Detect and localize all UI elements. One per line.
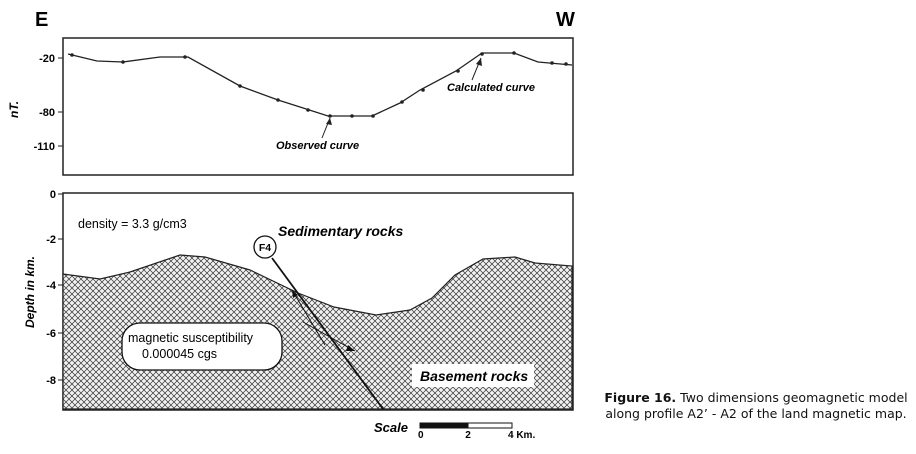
depth-tick: -6 bbox=[46, 328, 56, 340]
susceptibility-title: magnetic susceptibility bbox=[128, 331, 254, 345]
magnetic-y-axis: -20 -80 -110 bbox=[34, 53, 63, 153]
basement-label-box bbox=[412, 364, 534, 387]
susceptibility-value: 0.000045 cgs bbox=[142, 347, 217, 361]
depth-y-label: Depth in km. bbox=[23, 256, 37, 328]
scale-tick: 4 Km. bbox=[508, 430, 535, 441]
caption-title: Figure 16. bbox=[604, 390, 677, 405]
depth-tick: -4 bbox=[46, 280, 57, 292]
scale-tick: 0 bbox=[418, 430, 424, 441]
fault-arrow-down bbox=[302, 321, 356, 352]
calculated-arrowhead bbox=[476, 58, 482, 66]
scale-bar-light bbox=[467, 422, 513, 429]
depth-tick: -8 bbox=[46, 375, 56, 387]
scale-label: Scale bbox=[374, 420, 408, 435]
fault-line bbox=[271, 257, 384, 410]
calculated-curve-label: Calculated curve bbox=[447, 82, 535, 94]
magnetic-y-label: nT. bbox=[7, 101, 21, 118]
observed-curve-label: Observed curve bbox=[276, 140, 359, 152]
basement-rocks-label: Basement rocks bbox=[420, 368, 528, 384]
scale-tick: 2 bbox=[465, 430, 471, 441]
magnetic-profile-frame bbox=[62, 37, 574, 176]
fault-label: F4 bbox=[259, 242, 271, 254]
observed-points bbox=[70, 51, 568, 118]
fault-arrowhead-down bbox=[346, 345, 355, 351]
density-label: density = 3.3 g/cm3 bbox=[78, 217, 187, 231]
susceptibility-box bbox=[121, 322, 283, 371]
magnetic-tick: -80 bbox=[39, 107, 55, 119]
depth-y-axis: 0 -2 -4 -6 -8 bbox=[46, 189, 63, 387]
calculated-curve-line bbox=[67, 52, 573, 117]
magnetic-tick: -110 bbox=[34, 141, 55, 153]
caption-text: Two dimensions geomagnetic model along p… bbox=[605, 390, 908, 421]
sedimentary-rocks-label: Sedimentary rocks bbox=[278, 223, 403, 239]
depth-tick: 0 bbox=[50, 189, 56, 201]
scale-bar-dark bbox=[419, 422, 469, 429]
magnetic-tick: -20 bbox=[39, 53, 55, 65]
fault-arrow-up bbox=[291, 289, 326, 346]
depth-tick: -2 bbox=[46, 234, 56, 246]
figure-caption: Figure 16. Two dimensions geomagnetic mo… bbox=[600, 390, 912, 422]
observed-arrowhead bbox=[326, 118, 332, 125]
fault-marker bbox=[253, 235, 277, 259]
scale-ticks: 0 2 4 Km. bbox=[418, 430, 535, 441]
direction-west: W bbox=[556, 9, 575, 31]
fault-arrowhead-up bbox=[292, 290, 298, 298]
direction-east: E bbox=[35, 9, 48, 31]
